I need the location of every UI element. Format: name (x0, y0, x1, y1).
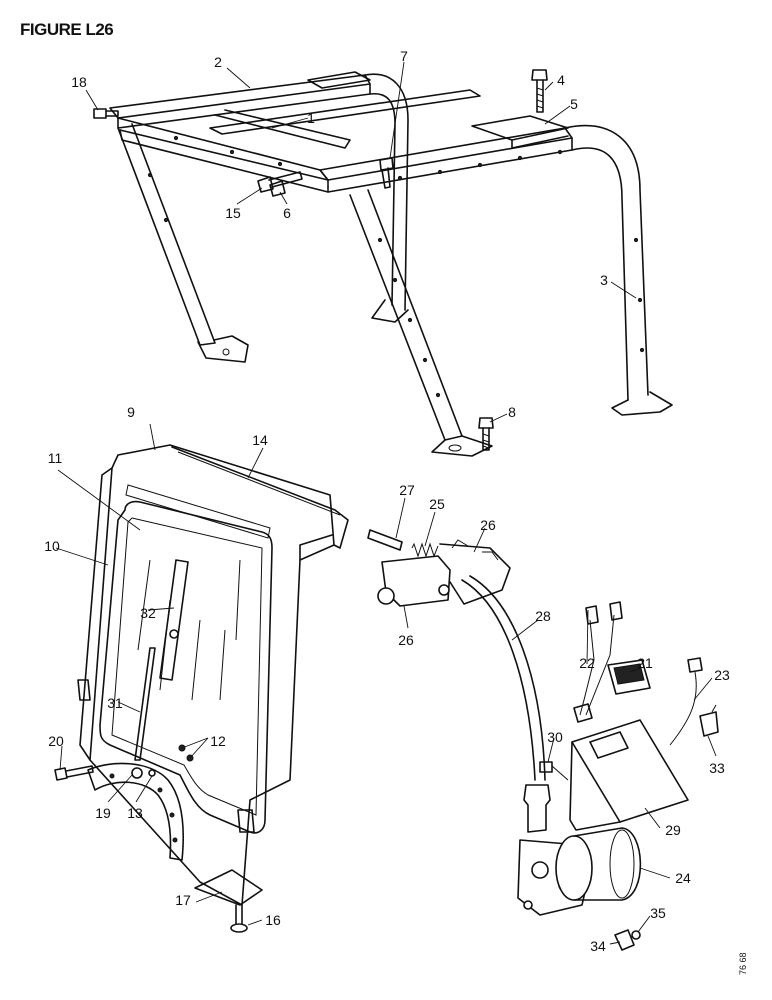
callout-31: 31 (107, 695, 123, 711)
callout-9: 9 (127, 404, 135, 420)
callout-5: 5 (570, 96, 578, 112)
callout-2: 2 (214, 54, 222, 70)
callout-24: 24 (675, 870, 691, 886)
callout-20: 20 (48, 733, 64, 749)
callout-33: 33 (709, 760, 725, 776)
callout-4: 4 (557, 72, 565, 88)
callout-32: 32 (140, 605, 156, 621)
callout-8: 8 (508, 404, 516, 420)
leader-lines (55, 61, 717, 945)
callout-14: 14 (252, 432, 268, 448)
rollover-frame (93, 69, 673, 457)
callout-17: 17 (175, 892, 191, 908)
callout-27: 27 (399, 482, 415, 498)
callout-26-upper: 26 (480, 517, 496, 533)
wiper-motor-assembly (367, 529, 719, 951)
callout-11: 11 (47, 450, 63, 466)
callout-13: 13 (127, 805, 143, 821)
callout-3: 3 (600, 272, 608, 288)
callout-15: 15 (225, 205, 241, 221)
callout-29: 29 (665, 822, 681, 838)
callout-6: 6 (283, 205, 291, 221)
callout-1: 1 (307, 110, 315, 126)
callout-26-lower: 26 (398, 632, 414, 648)
callout-7: 7 (400, 48, 408, 64)
callout-21: 21 (637, 655, 653, 671)
screen-frame (54, 444, 349, 933)
drawing-code: 76 68 (738, 952, 748, 975)
callout-16: 16 (265, 912, 281, 928)
callout-12: 12 (210, 733, 226, 749)
callout-23: 23 (714, 667, 730, 683)
callout-22: 22 (579, 655, 595, 671)
callout-19: 19 (95, 805, 111, 821)
figure-title: FIGURE L26 (20, 20, 114, 39)
callout-30: 30 (547, 729, 563, 745)
callout-25: 25 (429, 496, 445, 512)
callout-28: 28 (535, 608, 551, 624)
callout-10: 10 (44, 538, 60, 554)
callout-35: 35 (650, 905, 666, 921)
callout-18: 18 (71, 74, 87, 90)
callout-34: 34 (590, 938, 606, 954)
